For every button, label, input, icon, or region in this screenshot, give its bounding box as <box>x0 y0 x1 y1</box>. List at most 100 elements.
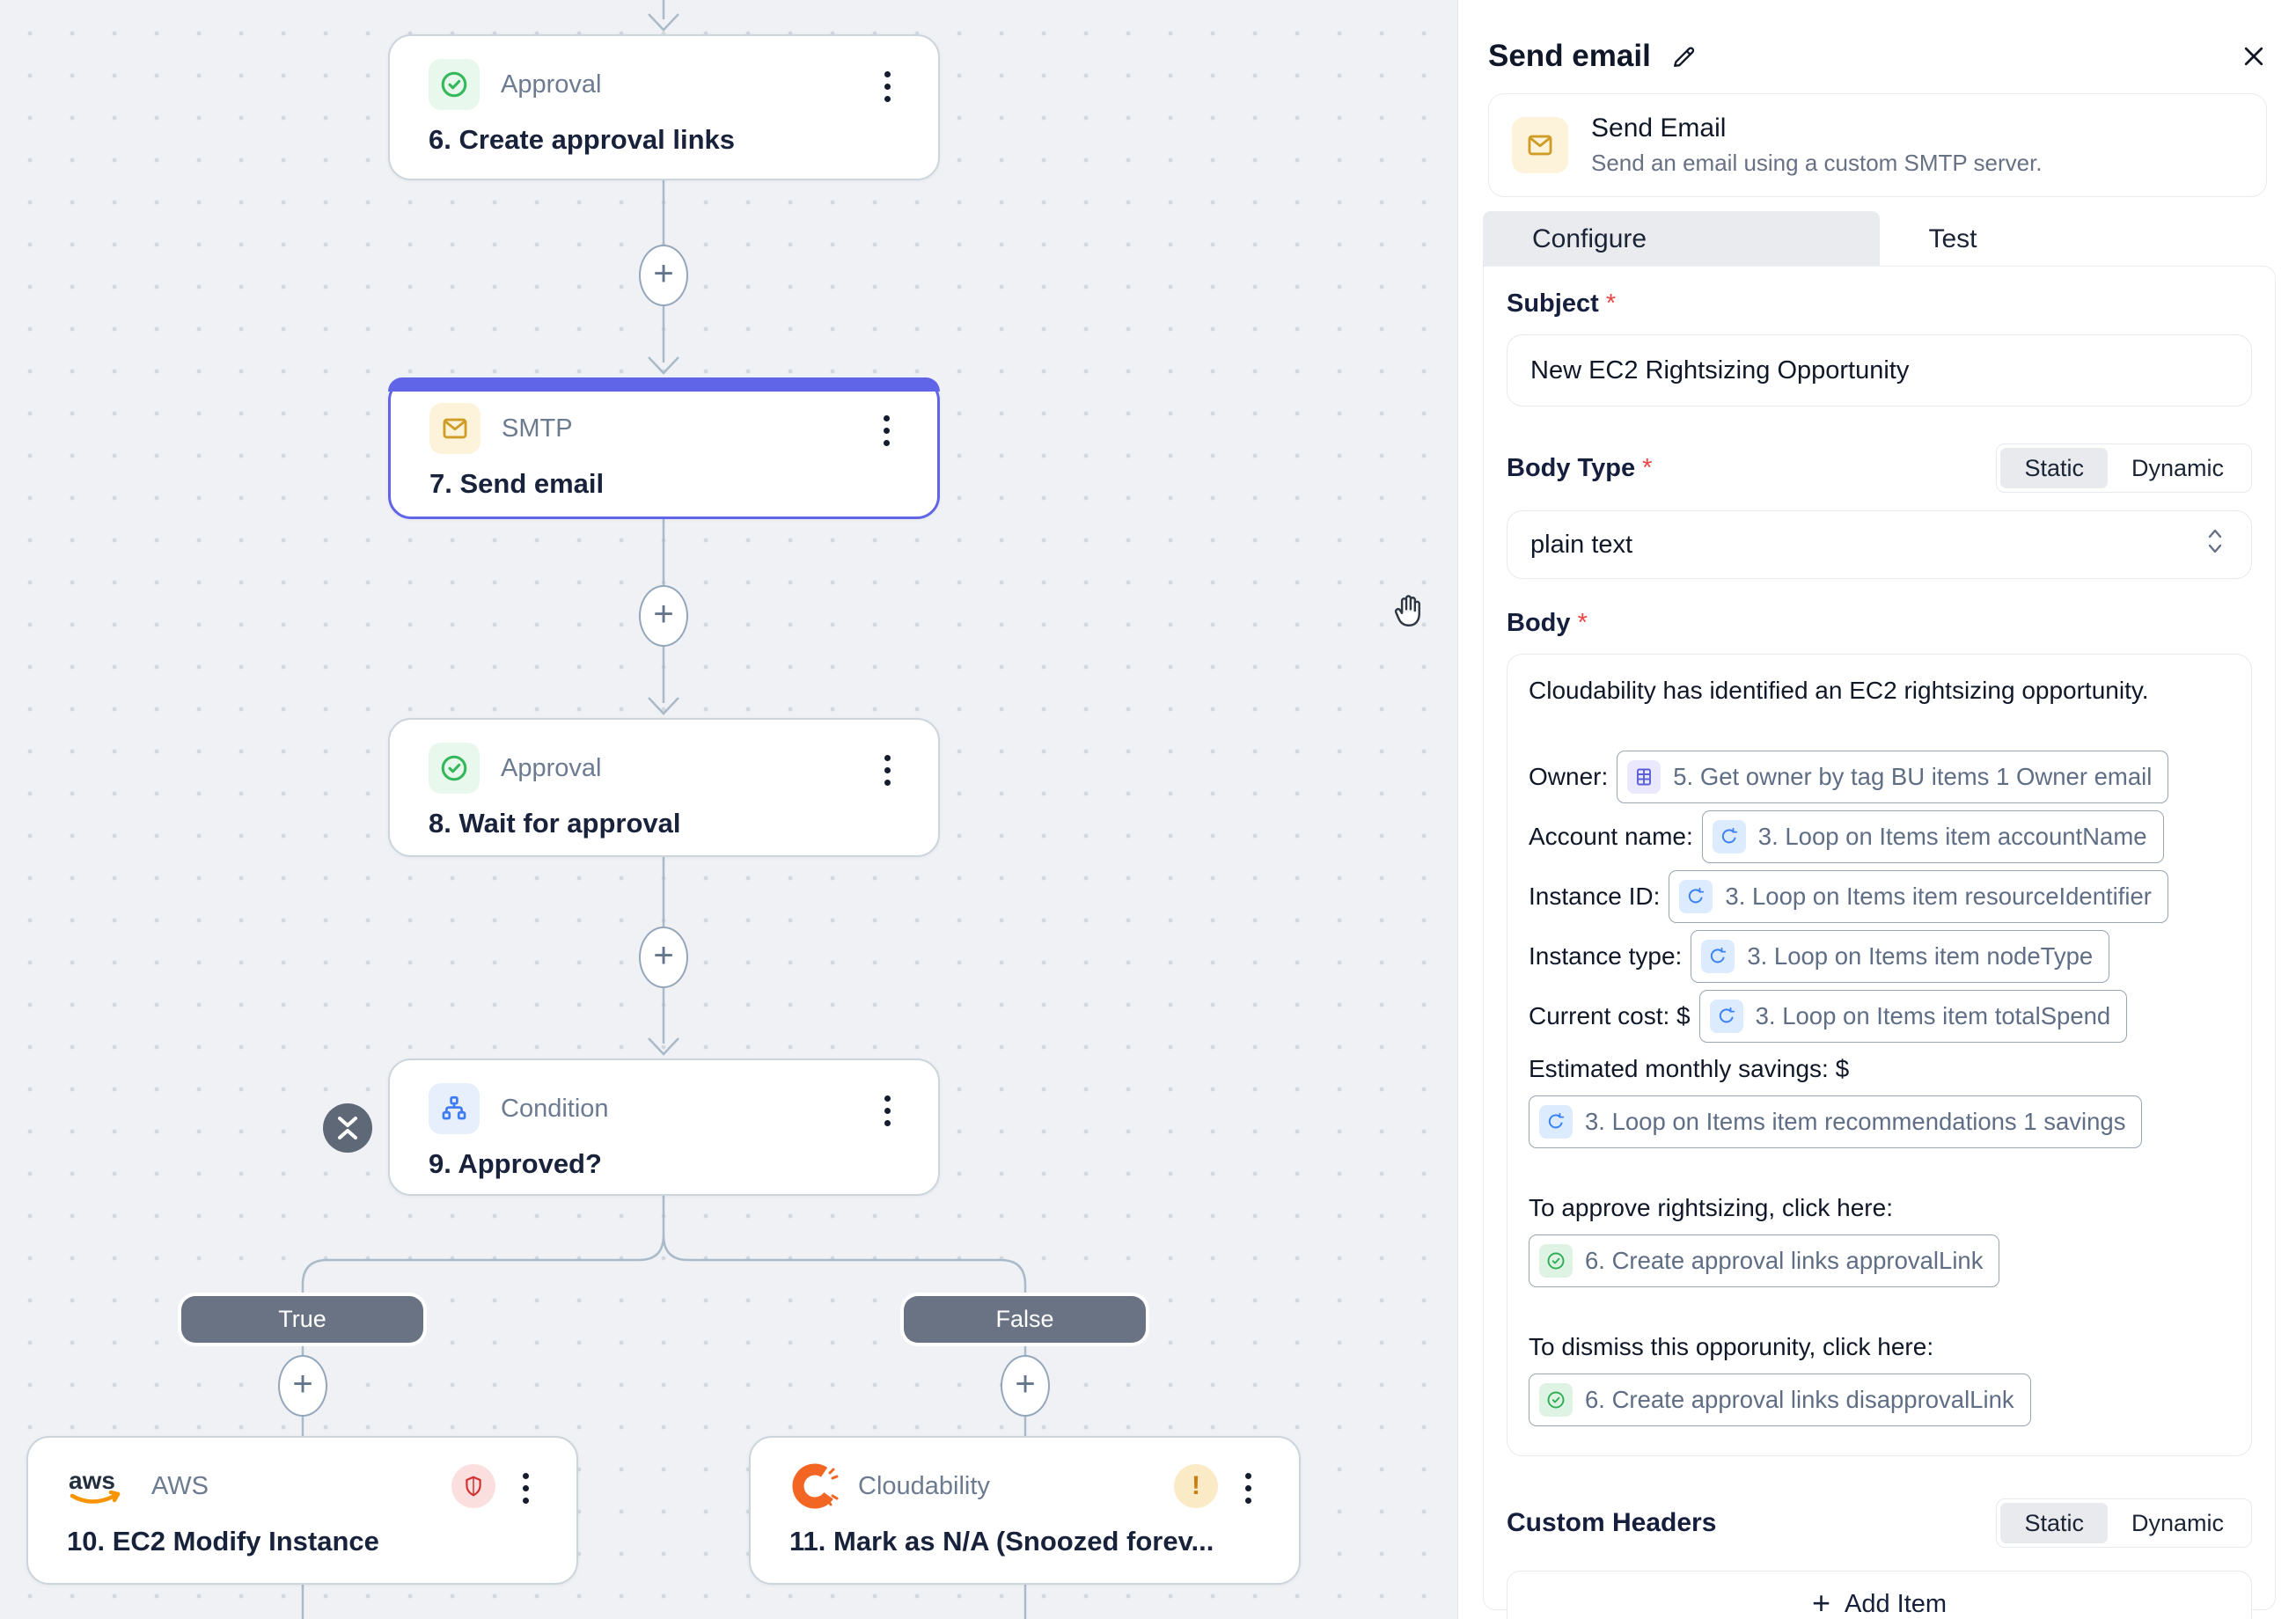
node-app-name: AWS <box>151 1471 209 1500</box>
add-step-button[interactable]: + <box>639 927 688 988</box>
plus-icon: + <box>1811 1584 1830 1619</box>
token-text: 3. Loop on Items item accountName <box>1757 823 2147 850</box>
branch-label-false: False <box>904 1296 1146 1343</box>
node-ec2-modify-instance[interactable]: aws AWS 10. EC2 Modify Instance <box>26 1436 578 1585</box>
envelope-icon <box>429 403 480 454</box>
token-text: 6. Create approval links disapprovalLink <box>1585 1386 2014 1413</box>
custom-headers-static[interactable]: Static <box>2000 1503 2108 1543</box>
subject-label: Subject * <box>1507 289 1617 318</box>
add-step-button[interactable]: + <box>1001 1355 1050 1417</box>
variable-token[interactable]: 3. Loop on Items item nodeType <box>1691 930 2110 983</box>
selection-highlight <box>388 377 940 392</box>
node-title: 7. Send email <box>429 468 605 499</box>
node-send-email[interactable]: SMTP 7. Send email <box>388 377 940 519</box>
node-menu-button[interactable] <box>506 1464 545 1512</box>
approval-icon <box>429 743 480 794</box>
configure-form: Subject * New EC2 Rightsizing Opportunit… <box>1483 266 2276 1619</box>
node-app-name: Approval <box>501 753 602 782</box>
body-text: Estimated monthly savings: $ <box>1529 1055 1850 1082</box>
node-menu-button[interactable] <box>868 746 906 794</box>
subject-input[interactable]: New EC2 Rightsizing Opportunity <box>1507 334 2252 407</box>
token-text: 6. Create approval links approvalLink <box>1585 1247 1984 1274</box>
add-step-button[interactable]: + <box>639 245 688 306</box>
panel-title: Send email <box>1488 39 1651 73</box>
node-title: 9. Approved? <box>429 1148 602 1179</box>
loop-icon <box>1712 820 1746 853</box>
body-text: Account name: <box>1529 823 1693 850</box>
loop-icon <box>1679 880 1713 913</box>
token-text: 3. Loop on Items item recommendations 1 … <box>1585 1108 2126 1135</box>
node-mark-as-na[interactable]: Cloudability ! 11. Mark as N/A (Snoozed … <box>749 1436 1301 1585</box>
cloudability-logo-icon <box>789 1461 840 1512</box>
hand-cursor <box>1390 591 1427 636</box>
body-text: Cloudability has identified an EC2 right… <box>1529 677 2149 704</box>
approval-icon <box>1539 1244 1573 1278</box>
approval-icon <box>429 59 480 110</box>
body-type-static[interactable]: Static <box>2000 448 2108 488</box>
close-icon[interactable] <box>2241 43 2267 70</box>
variable-token[interactable]: 6. Create approval links disapprovalLink <box>1529 1374 2031 1426</box>
body-text: To dismiss this opporunity, click here: <box>1529 1333 1934 1360</box>
token-text: 3. Loop on Items item totalSpend <box>1755 1002 2111 1029</box>
warning-icon: ! <box>1174 1464 1218 1508</box>
node-title: 11. Mark as N/A (Snoozed forev... <box>789 1526 1214 1557</box>
body-editor[interactable]: Cloudability has identified an EC2 right… <box>1507 654 2252 1456</box>
node-menu-button[interactable] <box>868 1087 906 1134</box>
step-config-panel: Send email Send Email Send an email usin… <box>1458 0 2296 1619</box>
node-create-approval-links[interactable]: Approval 6. Create approval links <box>388 34 940 180</box>
variable-token[interactable]: 3. Loop on Items item resourceIdentifier <box>1669 870 2168 923</box>
node-title: 6. Create approval links <box>429 124 736 155</box>
loop-icon <box>1709 1000 1743 1033</box>
body-type-toggle: Static Dynamic <box>1996 443 2252 493</box>
add-step-button[interactable]: + <box>639 585 688 647</box>
table-icon <box>1627 760 1661 794</box>
variable-token[interactable]: 3. Loop on Items item recommendations 1 … <box>1529 1095 2143 1148</box>
node-wait-for-approval[interactable]: Approval 8. Wait for approval <box>388 718 940 857</box>
body-text: To approve rightsizing, click here: <box>1529 1194 1893 1221</box>
loop-icon <box>1701 940 1735 973</box>
custom-headers-toggle: Static Dynamic <box>1996 1498 2252 1548</box>
variable-token[interactable]: 6. Create approval links approvalLink <box>1529 1234 2000 1287</box>
body-text: Owner: <box>1529 763 1609 790</box>
node-app-name: SMTP <box>502 414 573 443</box>
loop-icon <box>1539 1105 1573 1139</box>
add-item-button[interactable]: + Add Item <box>1507 1571 2252 1619</box>
node-app-name: Approval <box>501 70 602 99</box>
action-description: Send an email using a custom SMTP server… <box>1591 150 2043 176</box>
node-menu-button[interactable] <box>867 407 906 454</box>
node-condition-approved[interactable]: Condition 9. Approved? <box>388 1059 940 1196</box>
tab-configure[interactable]: Configure <box>1483 211 1880 267</box>
token-text: 3. Loop on Items item nodeType <box>1747 942 2094 970</box>
body-label: Body * <box>1507 609 1588 637</box>
node-app-name: Cloudability <box>858 1471 990 1500</box>
edit-name-button[interactable] <box>1670 43 1698 70</box>
token-text: 3. Loop on Items item resourceIdentifier <box>1725 883 2152 910</box>
body-format-select[interactable]: plain text <box>1507 510 2252 579</box>
collapse-branches-button[interactable] <box>323 1103 372 1153</box>
svg-text:aws: aws <box>69 1467 115 1494</box>
variable-token[interactable]: 3. Loop on Items item totalSpend <box>1698 990 2128 1043</box>
action-title: Send Email <box>1591 114 1727 143</box>
token-text: 5. Get owner by tag BU items 1 Owner ema… <box>1673 763 2153 790</box>
node-menu-button[interactable] <box>1229 1464 1267 1512</box>
security-shield-icon <box>451 1464 495 1508</box>
variable-token[interactable]: 3. Loop on Items item accountName <box>1701 810 2164 863</box>
body-text: Instance ID: <box>1529 883 1661 910</box>
node-title: 8. Wait for approval <box>429 808 681 839</box>
approval-icon <box>1539 1383 1573 1417</box>
body-text: Instance type: <box>1529 942 1683 970</box>
panel-tabs: Configure Test <box>1483 211 2276 267</box>
tab-test[interactable]: Test <box>1928 223 1977 253</box>
node-app-name: Condition <box>501 1094 609 1123</box>
node-menu-button[interactable] <box>868 62 906 110</box>
body-type-dynamic[interactable]: Dynamic <box>2131 454 2224 481</box>
custom-headers-dynamic[interactable]: Dynamic <box>2131 1509 2224 1536</box>
custom-headers-label: Custom Headers <box>1507 1508 1717 1537</box>
add-step-button[interactable]: + <box>278 1355 327 1417</box>
branch-label-true: True <box>181 1296 423 1343</box>
aws-logo-icon: aws <box>67 1464 136 1508</box>
action-info-card: Send Email Send an email using a custom … <box>1488 93 2267 197</box>
variable-token[interactable]: 5. Get owner by tag BU items 1 Owner ema… <box>1617 751 2169 803</box>
workflow-canvas[interactable]: + + + + + Approval 6. Create approval li… <box>0 0 1458 1619</box>
